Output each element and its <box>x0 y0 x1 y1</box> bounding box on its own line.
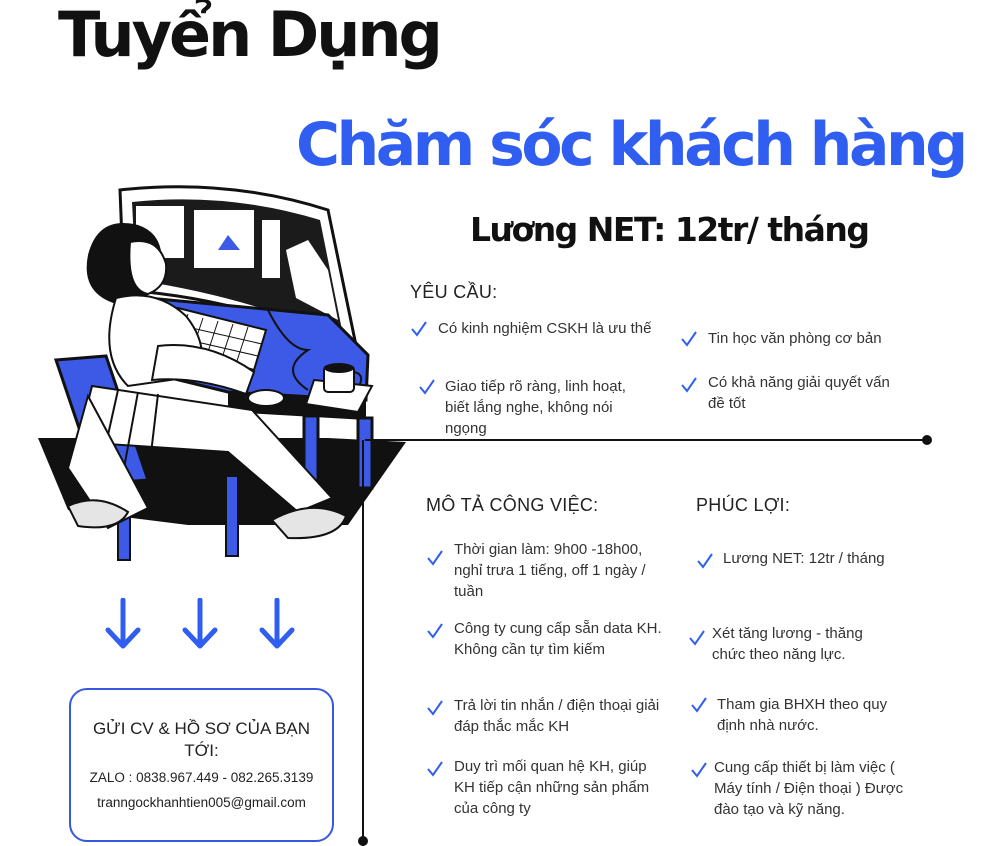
check-icon <box>680 376 698 394</box>
check-icon <box>426 622 444 640</box>
benefits-heading: PHÚC LỢI: <box>696 495 791 515</box>
divider-dot <box>358 836 368 846</box>
check-icon <box>696 552 714 570</box>
salary-headline: Lương NET: 12tr/ tháng <box>470 210 870 249</box>
arrow-down-icon <box>259 598 295 650</box>
benefit-item: Xét tăng lương - thăng chức theo năng lự… <box>688 623 888 665</box>
check-icon <box>426 760 444 778</box>
check-icon <box>418 378 436 396</box>
requirement-item: Có khả năng giải quyết vấn đề tốt <box>680 372 900 414</box>
check-icon <box>426 549 444 567</box>
job-description-heading: MÔ TẢ CÔNG VIỆC: <box>426 495 599 515</box>
check-icon <box>680 330 698 348</box>
check-icon <box>410 320 428 338</box>
contact-box: GỬI CV & HỒ SƠ CỦA BẠN TỚI: ZALO : 0838.… <box>69 688 334 842</box>
requirement-item: Có kinh nghiệm CSKH là ưu thế <box>410 318 670 339</box>
contact-phone: ZALO : 0838.967.449 - 082.265.3139 <box>89 770 314 785</box>
arrow-down-icon <box>182 598 218 650</box>
check-icon <box>690 761 708 779</box>
vertical-divider <box>362 440 364 846</box>
requirement-item: Giao tiếp rõ ràng, linh hoạt, biết lắng … <box>418 376 643 439</box>
job-item: Công ty cung cấp sẵn data KH. Không cần … <box>426 618 666 660</box>
check-icon <box>426 699 444 717</box>
requirement-item: Tin học văn phòng cơ bản <box>680 328 910 349</box>
contact-email: tranngockhanhtien005@gmail.com <box>97 795 306 810</box>
page-title: Tuyển Dụng <box>58 0 443 71</box>
check-icon <box>690 696 708 714</box>
benefit-item: Tham gia BHXH theo quy định nhà nước. <box>690 694 890 736</box>
contact-title: GỬI CV & HỒ SƠ CỦA BẠN TỚI: <box>92 719 311 760</box>
requirements-heading: YÊU CẦU: <box>410 282 498 302</box>
benefit-item: Lương NET: 12tr / tháng <box>696 548 936 569</box>
horizontal-divider <box>365 439 927 441</box>
arrow-down-icon <box>105 598 141 650</box>
divider-dot <box>922 435 932 445</box>
job-item: Thời gian làm: 9h00 -18h00, nghỉ trưa 1 … <box>426 539 666 602</box>
job-title: Chăm sóc khách hàng <box>296 110 968 180</box>
benefit-item: Cung cấp thiết bị làm việc ( Máy tính / … <box>690 757 920 820</box>
job-item: Trả lời tin nhắn / điện thoại giải đáp t… <box>426 695 666 737</box>
office-worker-illustration <box>28 180 408 580</box>
check-icon <box>688 629 706 647</box>
job-item: Duy trì mối quan hệ KH, giúp KH tiếp cận… <box>426 756 671 819</box>
